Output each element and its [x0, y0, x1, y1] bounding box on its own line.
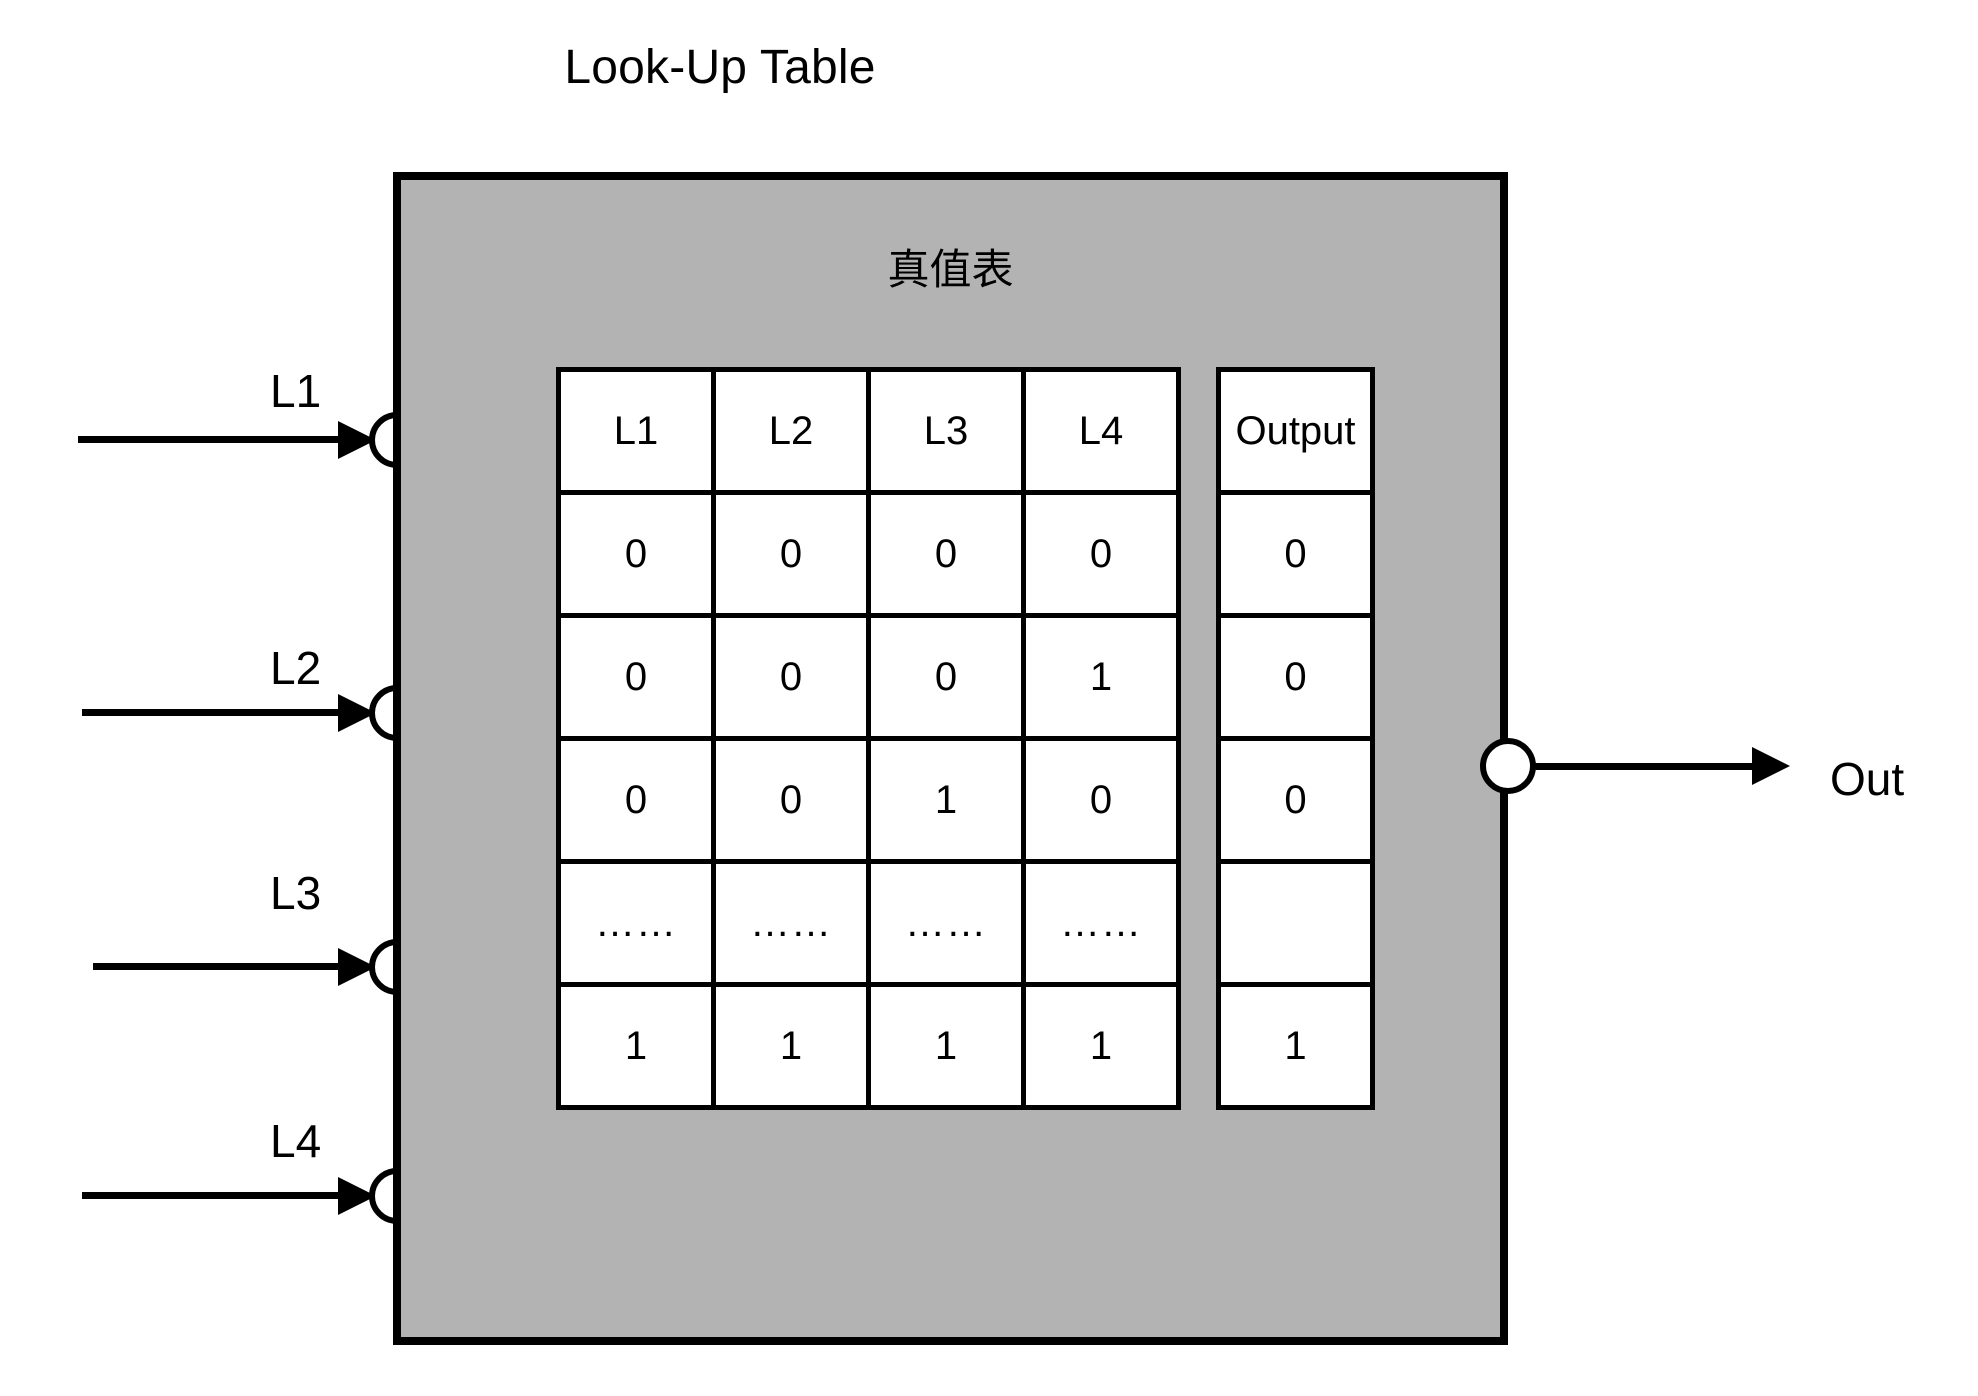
table-cell: 1 [866, 982, 1026, 1110]
table-row-ellipsis [1216, 859, 1375, 987]
output-label: Out [1830, 753, 1905, 805]
input-label-l1: L1 [270, 365, 322, 417]
input-label-l2: L2 [270, 642, 322, 694]
table-cell: 0 [1216, 490, 1375, 618]
input-wire-l2 [82, 709, 354, 716]
table-row: 1 1 1 1 [556, 982, 1181, 1110]
input-wire-l1 [78, 436, 354, 443]
input-label-l4: L4 [270, 1115, 322, 1167]
table-row: 0 [1216, 736, 1375, 864]
table-cell: 0 [1216, 613, 1375, 741]
table-cell: 0 [866, 490, 1026, 618]
table-cell: …… [866, 859, 1026, 987]
column-header-l2: L2 [711, 367, 871, 495]
table-cell: 0 [556, 613, 716, 741]
table-row: 0 0 0 1 [556, 613, 1181, 741]
table-cell: 0 [711, 490, 871, 618]
output-pin[interactable] [1480, 738, 1536, 794]
input-label-l3: L3 [270, 867, 322, 919]
table-row: 0 [1216, 490, 1375, 618]
table-row: 0 0 0 0 [556, 490, 1181, 618]
truth-table-output: Output 0 0 0 1 [1216, 367, 1375, 1110]
table-header-row: L1 L2 L3 L4 [556, 367, 1181, 495]
column-header-output: Output [1216, 367, 1375, 495]
truth-table-inputs: L1 L2 L3 L4 0 0 0 0 0 0 0 1 0 0 1 0 [556, 367, 1181, 1110]
column-header-l4: L4 [1021, 367, 1181, 495]
table-cell: 0 [866, 613, 1026, 741]
table-row-ellipsis: …… …… …… …… [556, 859, 1181, 987]
table-cell: 1 [1021, 982, 1181, 1110]
input-wire-l4 [82, 1192, 354, 1199]
table-row: 1 [1216, 982, 1375, 1110]
table-cell: 0 [556, 736, 716, 864]
table-cell: 0 [1021, 736, 1181, 864]
table-cell: 1 [711, 982, 871, 1110]
table-header-row: Output [1216, 367, 1375, 495]
table-cell: 0 [1021, 490, 1181, 618]
column-header-l3: L3 [866, 367, 1026, 495]
output-arrow [1752, 747, 1790, 785]
table-cell: 1 [1216, 982, 1375, 1110]
page-title: Look-Up Table [564, 41, 876, 94]
table-row: 0 [1216, 613, 1375, 741]
column-header-l1: L1 [556, 367, 716, 495]
table-cell [1216, 859, 1375, 987]
table-cell: …… [556, 859, 716, 987]
output-wire [1532, 763, 1767, 770]
table-cell: 1 [1021, 613, 1181, 741]
table-cell: 0 [711, 613, 871, 741]
table-cell: 0 [556, 490, 716, 618]
table-cell: 1 [556, 982, 716, 1110]
table-cell: 1 [866, 736, 1026, 864]
input-wire-l3 [93, 963, 354, 970]
table-cell: …… [711, 859, 871, 987]
lut-subtitle: 真值表 [887, 246, 1014, 293]
table-cell: 0 [711, 736, 871, 864]
table-cell: …… [1021, 859, 1181, 987]
table-cell: 0 [1216, 736, 1375, 864]
table-row: 0 0 1 0 [556, 736, 1181, 864]
